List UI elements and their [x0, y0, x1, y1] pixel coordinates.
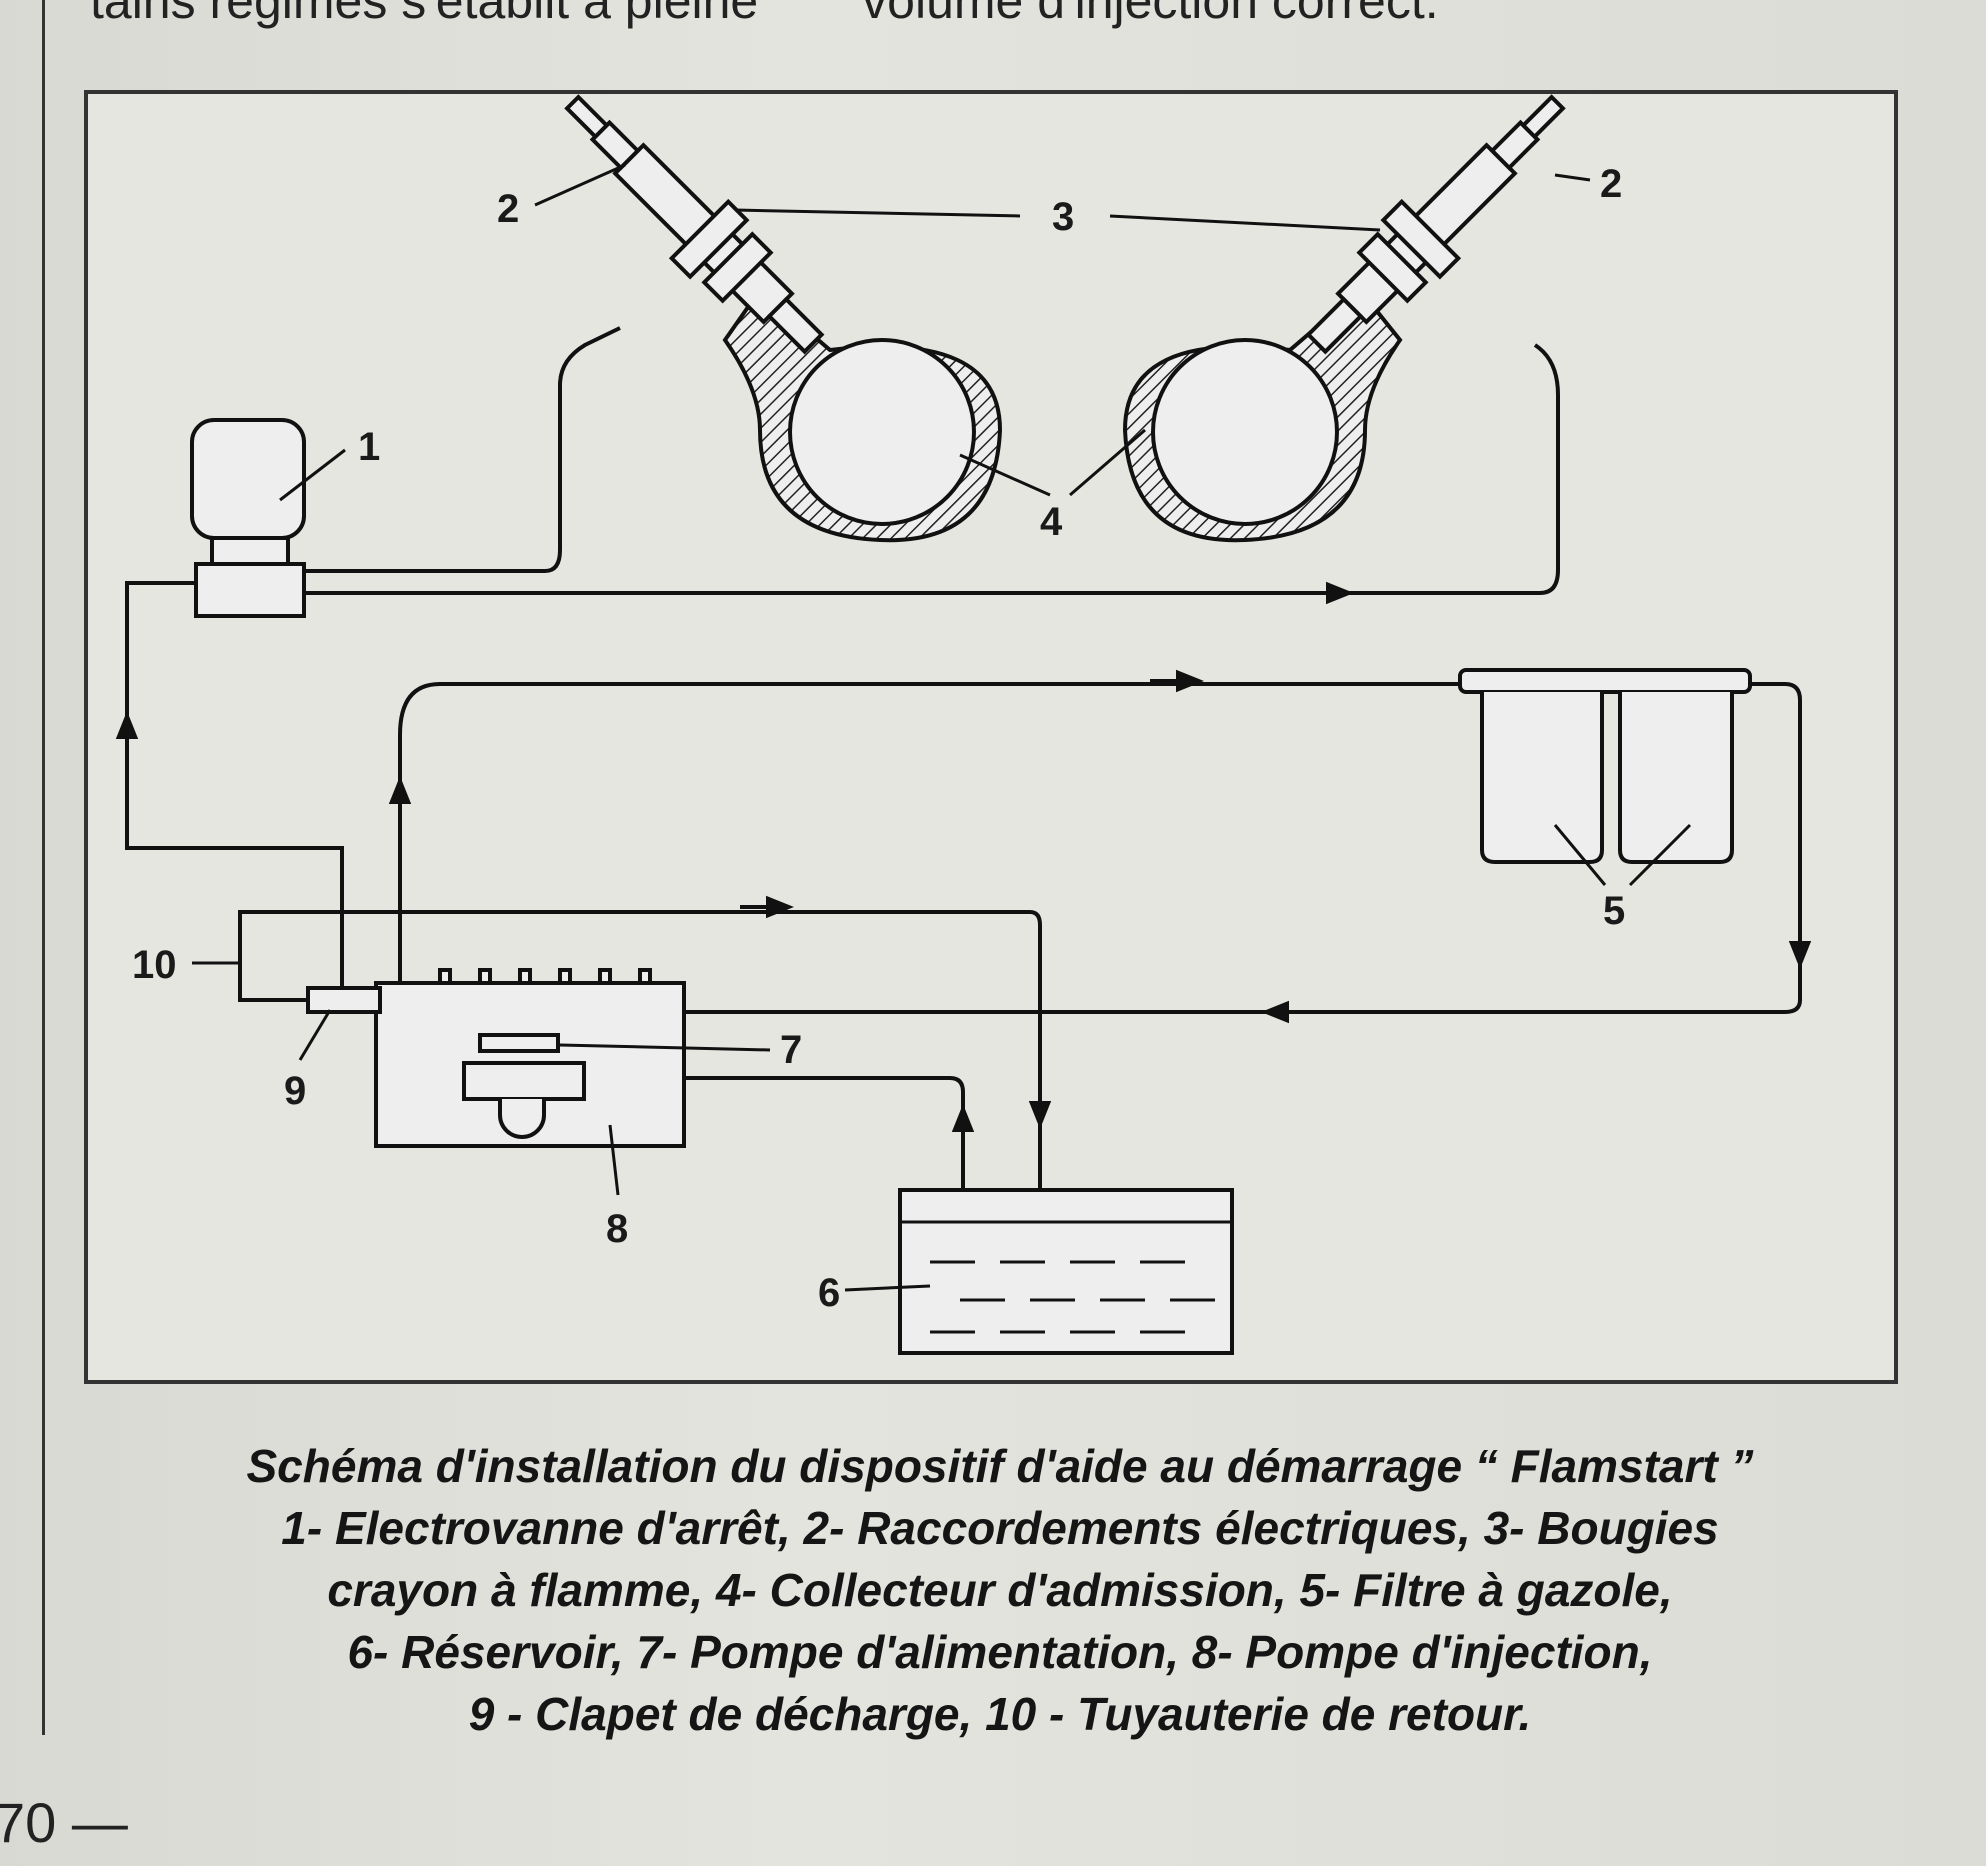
pipe-left-injector: [303, 326, 621, 573]
top-text-right: volume d'injection correct.: [862, 0, 1439, 29]
intake-manifold-left: [722, 287, 1003, 543]
caption-line: 6- Réservoir, 7- Pompe d'alimentation, 8…: [347, 1626, 1653, 1678]
fuel-tank: [898, 1188, 1234, 1355]
label-3: 3: [1052, 195, 1074, 239]
label-7: 7: [780, 1028, 802, 1072]
label-2-right: 2: [1600, 162, 1622, 206]
pipe-supply-left: [125, 581, 344, 998]
label-9: 9: [284, 1069, 306, 1113]
label-10: 10: [132, 943, 177, 987]
pipe-filter-return: [685, 682, 1802, 1014]
top-body-text: tains régimes s'établit à pleine volume …: [90, 0, 1529, 30]
caption-line: crayon à flamme, 4- Collecteur d'admissi…: [327, 1564, 1673, 1616]
label-6: 6: [818, 1271, 840, 1315]
fuel-pipes: [125, 326, 1802, 1262]
fuel-filter: [1458, 668, 1752, 864]
electrovanne: [190, 418, 306, 618]
column-divider: [42, 0, 45, 1735]
label-8: 8: [606, 1207, 628, 1251]
flow-arrows: [115, 581, 1812, 1150]
feed-pump: [462, 1033, 586, 1139]
flame-plug-right: [1305, 94, 1566, 355]
caption-title: Schéma d'installation du dispositif d'ai…: [246, 1440, 1754, 1492]
relief-valve: [306, 986, 382, 1014]
pipe-return-10: [238, 910, 1042, 1255]
pipe-right-injector: [303, 343, 1560, 595]
top-text-left: tains régimes s'établit à pleine: [90, 0, 759, 29]
pipe-tank-suction: [583, 1076, 965, 1262]
leader-lines: [192, 163, 1692, 1292]
flame-plug-left: [564, 94, 825, 355]
figure-caption: Schéma d'installation du dispositif d'ai…: [60, 1435, 1940, 1745]
caption-line: 1- Electrovanne d'arrêt, 2- Raccordement…: [281, 1502, 1719, 1554]
label-1: 1: [358, 425, 380, 469]
label-4: 4: [1040, 500, 1063, 544]
page-number: 70 —: [0, 1791, 128, 1854]
label-2-left: 2: [497, 187, 519, 231]
intake-manifold-right: [1122, 287, 1403, 543]
label-5: 5: [1603, 889, 1625, 933]
callout-labels: 2 3 2 1 4 5 10 9 7 8 6: [132, 162, 1625, 1315]
pipe-to-filter: [398, 682, 1462, 1072]
caption-line: 9 - Clapet de décharge, 10 - Tuyauterie …: [468, 1688, 1532, 1740]
